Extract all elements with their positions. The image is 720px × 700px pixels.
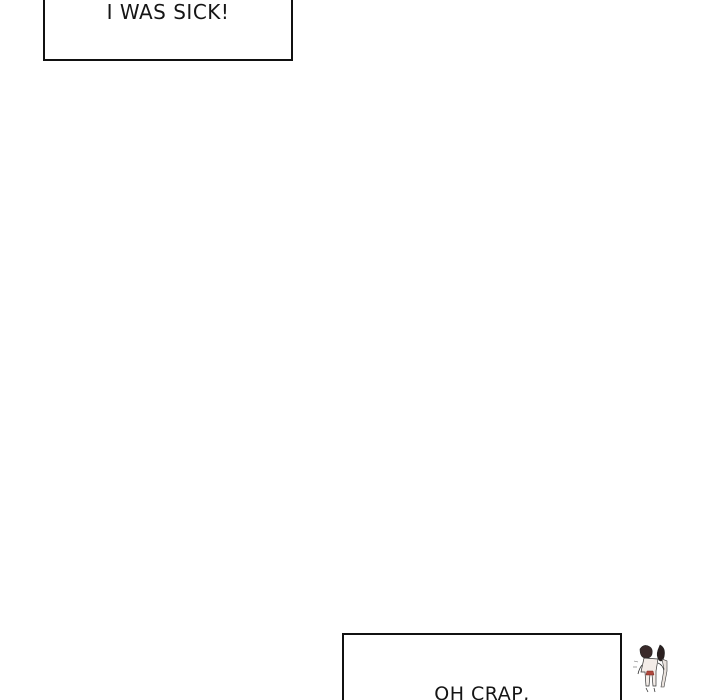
caption-text-top: I WAS SICK! (106, 0, 230, 24)
caption-box-top: I WAS SICK! (43, 0, 293, 61)
caption-text-bottom: OH CRAP, (434, 683, 530, 700)
caption-box-bottom: OH CRAP, (342, 633, 622, 700)
character-sketch-illustration (633, 644, 668, 693)
